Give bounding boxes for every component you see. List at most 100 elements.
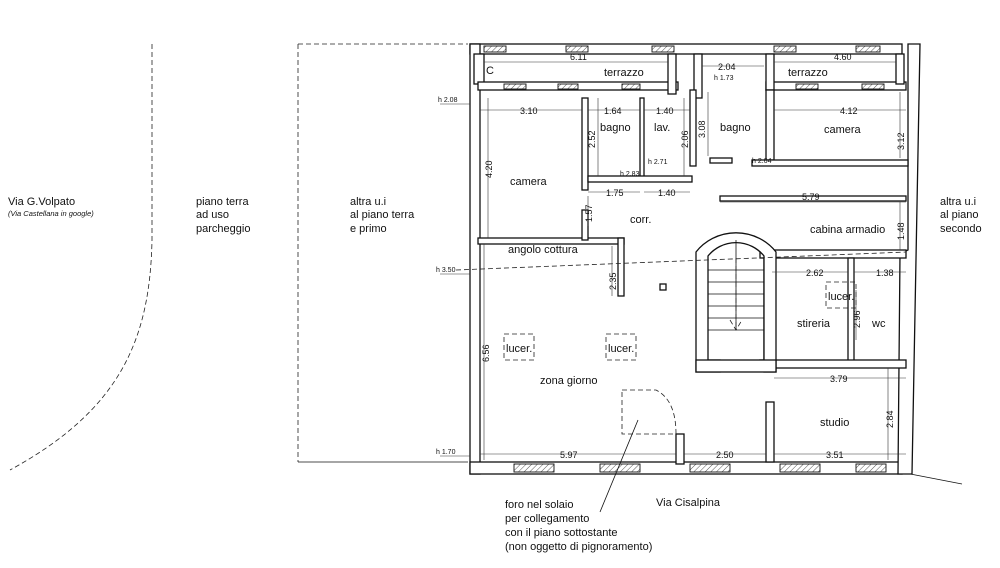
bath2-south-wall bbox=[709, 157, 733, 164]
room-label-bagno-2: bagno bbox=[720, 122, 751, 134]
room-label-camera-1: camera bbox=[510, 176, 548, 188]
other-unit-west-line-2: al piano terra bbox=[350, 209, 415, 221]
terrace-mid-wall bbox=[667, 53, 677, 95]
skylight-1 bbox=[503, 333, 535, 361]
window-north-1 bbox=[483, 45, 507, 53]
property-boundary-curve bbox=[9, 44, 153, 471]
wardrobe-south-wall bbox=[759, 249, 907, 259]
height-label-h170: h 1.70 bbox=[436, 449, 456, 456]
window-south-3 bbox=[689, 463, 731, 473]
partition-camera-bagno bbox=[581, 97, 589, 191]
window-north-2 bbox=[565, 45, 589, 53]
room-label-stireria: stireria bbox=[797, 318, 831, 330]
window-terrace-4 bbox=[795, 83, 819, 90]
other-unit-east-line-2: al piano bbox=[940, 209, 979, 221]
window-terrace-3 bbox=[621, 83, 641, 90]
height-label-h271: h 2.71 bbox=[648, 159, 668, 166]
terrace-east-parapet bbox=[765, 53, 775, 91]
dim-250: 2.50 bbox=[716, 450, 734, 460]
height-label-h350: h 3.50 bbox=[436, 267, 456, 274]
dim-140b: 1.40 bbox=[658, 188, 676, 198]
section-line bbox=[455, 251, 907, 271]
dim-579: 5.79 bbox=[802, 192, 820, 202]
hole-leader bbox=[599, 419, 639, 513]
dim-175: 1.75 bbox=[606, 188, 624, 198]
dim-412: 4.12 bbox=[840, 106, 858, 116]
partition-door-stub bbox=[659, 283, 667, 291]
skylight-label-3: lucer. bbox=[828, 291, 854, 303]
dim-235: 2.35 bbox=[608, 272, 618, 290]
dim-157: 1.57 bbox=[584, 204, 594, 222]
floor-hole bbox=[621, 389, 677, 435]
height-label-h208: h 2.08 bbox=[438, 97, 458, 104]
room-label-lav: lav. bbox=[654, 122, 670, 134]
room-label-wc: wc bbox=[871, 318, 886, 330]
height-label-h283: h 2.83 bbox=[620, 171, 640, 178]
dim-597: 5.97 bbox=[560, 450, 578, 460]
dim-252: 2.52 bbox=[587, 130, 597, 148]
other-unit-east-line-3: secondo bbox=[940, 223, 982, 235]
dim-284: 2.84 bbox=[885, 410, 895, 428]
window-terrace-2 bbox=[557, 83, 579, 90]
window-terrace-5 bbox=[861, 83, 885, 90]
other-unit-west-line-1: altra u.i bbox=[350, 196, 386, 208]
dim-656: 6.56 bbox=[481, 344, 491, 362]
dim-140a: 1.40 bbox=[656, 106, 674, 116]
east-wall bbox=[897, 43, 921, 475]
hole-note-line-2: per collegamento bbox=[505, 513, 589, 525]
staircase-arrow bbox=[729, 258, 743, 331]
street-west-label: Via G.Volpato bbox=[8, 196, 75, 208]
dim-204: 2.04 bbox=[718, 62, 736, 72]
dim-611: 6.11 bbox=[570, 52, 587, 62]
wardrobe-north-wall bbox=[719, 195, 907, 202]
dim-262: 2.62 bbox=[806, 268, 824, 278]
parking-label-line-1: piano terra bbox=[196, 196, 249, 208]
wc-partition bbox=[847, 257, 855, 363]
dim-351: 3.51 bbox=[826, 450, 844, 460]
dim-206: 2.06 bbox=[680, 130, 690, 148]
window-south-5 bbox=[855, 463, 887, 473]
hole-note-line-1: foro nel solaio bbox=[505, 499, 574, 511]
other-unit-west-line-3: e primo bbox=[350, 223, 387, 235]
hole-note-line-3: con il piano sottostante bbox=[505, 527, 618, 539]
dim-312: 3.12 bbox=[896, 132, 906, 150]
bath-south-wall bbox=[587, 175, 693, 183]
height-label-h264: h 2.64 bbox=[752, 158, 772, 165]
parking-label-line-3: parcheggio bbox=[196, 223, 250, 235]
window-north-3 bbox=[651, 45, 675, 53]
dim-164: 1.64 bbox=[604, 106, 622, 116]
room-label-zona: zona giorno bbox=[540, 375, 598, 387]
room-label-cabina: cabina armadio bbox=[810, 224, 885, 236]
parking-label-line-2: ad uso bbox=[196, 209, 229, 221]
window-terrace-1 bbox=[503, 83, 527, 90]
camera2-south-wall bbox=[751, 159, 909, 167]
window-south-1 bbox=[513, 463, 555, 473]
studio-west-wall bbox=[765, 401, 775, 463]
room-label-bagno-1: bagno bbox=[600, 122, 631, 134]
skylight-label-2: lucer. bbox=[608, 343, 634, 355]
room-label-corr: corr. bbox=[630, 214, 651, 226]
staircase-landing bbox=[695, 359, 777, 373]
other-unit-east-line-1: altra u.i bbox=[940, 196, 976, 208]
room-label-studio: studio bbox=[820, 417, 849, 429]
dimension-lines bbox=[440, 61, 906, 460]
window-south-2 bbox=[599, 463, 641, 473]
partition-bagno2-camera bbox=[765, 89, 775, 161]
dim-420: 4.20 bbox=[484, 160, 494, 178]
zona-partition bbox=[675, 433, 685, 465]
room-label-terrazzo-2: terrazzo bbox=[788, 67, 828, 79]
studio-north-wall bbox=[759, 359, 907, 369]
dim-379: 3.79 bbox=[830, 374, 848, 384]
skylight-2 bbox=[605, 333, 637, 361]
window-south-4 bbox=[779, 463, 821, 473]
dim-460: 4.60 bbox=[834, 52, 852, 62]
terrace-west-parapet bbox=[473, 53, 485, 85]
partition-bagno-lav bbox=[639, 97, 645, 179]
bath-north-wall bbox=[693, 53, 703, 99]
partition-lav-bagno2 bbox=[689, 89, 697, 167]
room-label-camera-2: camera bbox=[824, 124, 862, 136]
room-label-terrazzo-1: terrazzo bbox=[604, 67, 644, 79]
room-label-angolo: angolo cottura bbox=[508, 244, 579, 256]
height-label-h173: h 1.73 bbox=[714, 75, 734, 82]
west-wall bbox=[469, 43, 481, 475]
